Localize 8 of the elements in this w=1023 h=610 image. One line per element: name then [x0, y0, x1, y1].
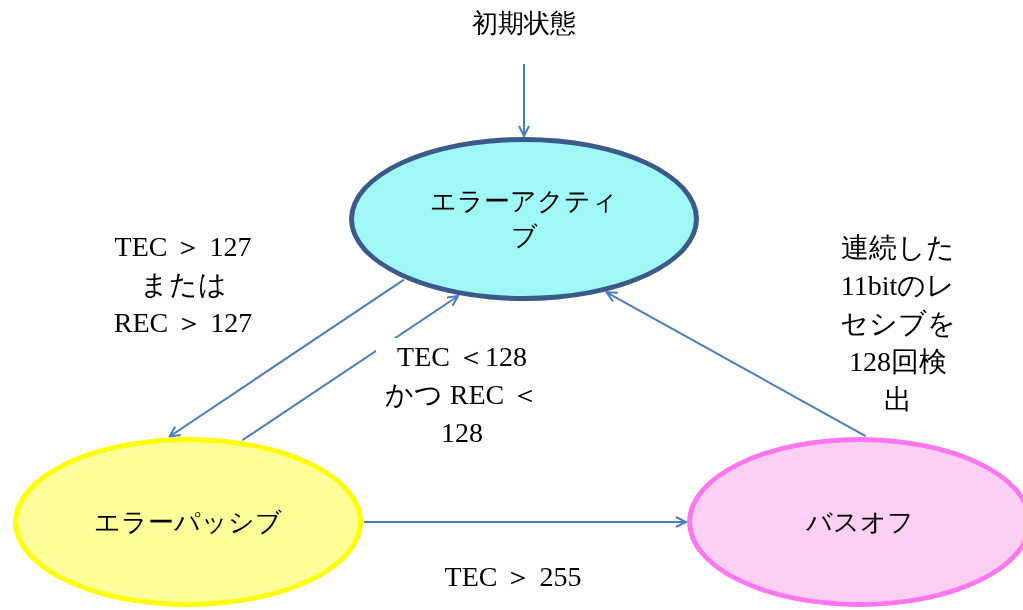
arrow [363, 516, 687, 528]
arrow [605, 291, 867, 438]
state-ellipse: エラーアクティブ [349, 137, 699, 301]
arrow [168, 278, 405, 438]
state-ellipse: エラーパッシブ [13, 437, 363, 607]
state-ellipse: バスオフ [687, 437, 1023, 607]
start-label: 初期状態 [444, 2, 604, 44]
arrow [518, 63, 530, 137]
